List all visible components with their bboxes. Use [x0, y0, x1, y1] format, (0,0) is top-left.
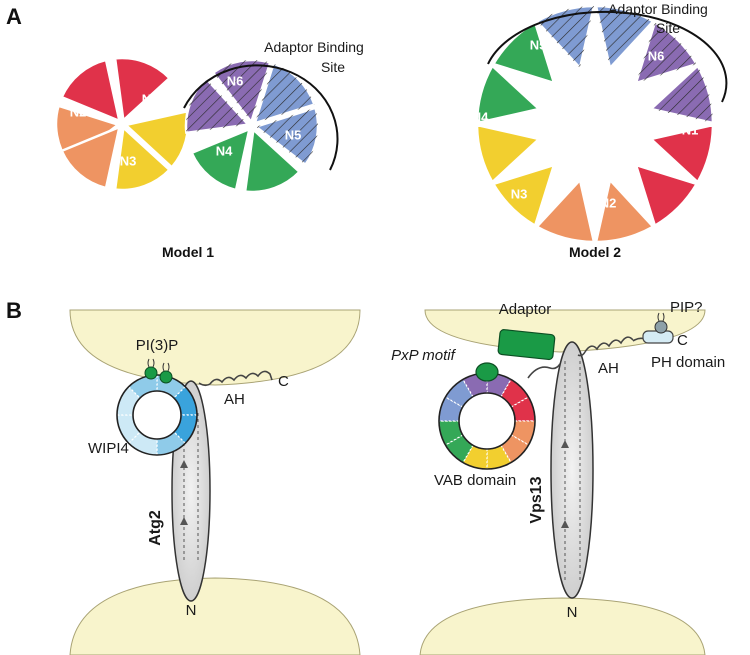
- m2-blade-6: [594, 178, 655, 244]
- m2-blade-3-hatch: [651, 65, 713, 123]
- m1-left-blade-3: [60, 125, 121, 190]
- atg2-n-term: N: [186, 602, 197, 619]
- m2-label-n4: N4: [472, 109, 489, 124]
- vps13-label: Vps13: [528, 476, 545, 523]
- m2-blade-2-hatch: [636, 22, 697, 83]
- vps13-n-term: N: [567, 604, 578, 621]
- m1-label-n2: N2: [70, 104, 87, 119]
- atg2-label: Atg2: [147, 510, 164, 546]
- model2-caption: Model 2: [569, 244, 621, 260]
- m1-label-n5: N5: [285, 127, 302, 142]
- vps13-c-term: C: [677, 332, 688, 349]
- adaptor-label: Adaptor: [499, 301, 552, 318]
- m2-blade-1-hatch: [596, 6, 654, 68]
- model1-adaptor-label-line2: Site: [321, 59, 345, 75]
- vps13-top-membrane: [424, 309, 706, 353]
- vab-domain-ring: [438, 372, 536, 470]
- m2-blade-8: [492, 163, 556, 227]
- m1-label-n3: N3: [120, 153, 137, 168]
- vps13-ah-helix: [584, 336, 634, 353]
- pip-lipid: [654, 320, 668, 334]
- wipi4-ring: [116, 374, 198, 456]
- model1-adaptor-arc: [183, 64, 339, 171]
- model2-adaptor-label-line1: Adaptor Binding: [608, 1, 708, 17]
- m1-right-blade-2-hatch: [255, 107, 318, 165]
- vps13-ah-label: AH: [598, 360, 619, 377]
- atg2-arrow-1: [180, 460, 188, 468]
- pi3p-tails: [147, 358, 170, 372]
- m1-left-blade-0: [113, 56, 171, 122]
- vps13-linker: [527, 363, 561, 379]
- m2-blade-0-hatch: [536, 6, 594, 68]
- adaptor-box: [497, 329, 556, 361]
- atg2-ah-label: AH: [224, 391, 245, 408]
- pi3p-lipid-1: [144, 366, 158, 380]
- panel-a-label: A: [6, 4, 22, 29]
- vps13-ah-linker: [577, 351, 586, 357]
- atg2-arrow-2: [180, 517, 188, 525]
- m1-left-blade-1: [60, 58, 121, 123]
- vps13-bottom-membrane: [419, 597, 706, 655]
- m2-label-n5: N5: [530, 37, 547, 52]
- pip-label: PIP?: [670, 299, 703, 316]
- wipi4-label: WIPI4: [88, 440, 129, 457]
- m2-blade-11: [492, 21, 556, 85]
- panel-b-label: B: [6, 298, 22, 323]
- model1-adaptor-label-line1: Adaptor Binding: [264, 39, 364, 55]
- m2-blade-9: [475, 123, 541, 184]
- m2-label-n1: N1: [682, 122, 699, 137]
- m2-blade-4: [649, 123, 715, 184]
- model2-adaptor-label-line2: Site: [656, 20, 680, 36]
- m2-label-n3: N3: [511, 186, 528, 201]
- m1-left-blade-4: [113, 126, 171, 192]
- pxp-motif-blob: [475, 362, 499, 382]
- pi3p-label: PI(3)P: [136, 337, 179, 354]
- pip-tails: [657, 312, 665, 322]
- atg2-c-term: C: [278, 373, 289, 390]
- m1-label-n6: N6: [227, 73, 244, 88]
- m2-label-n2: N2: [600, 195, 617, 210]
- vab-inner-hole: [458, 392, 516, 450]
- m2-blade-5: [634, 163, 698, 227]
- vab-domain-label: VAB domain: [434, 472, 516, 489]
- wipi4-inner-hole: [132, 390, 182, 440]
- vps13-arrow-2: [561, 520, 569, 528]
- atg2-top-membrane: [69, 309, 361, 386]
- pxp-motif-label: PxP motif: [391, 347, 456, 364]
- atg2-bottom-membrane: [69, 577, 361, 655]
- model2-adaptor-arc: [487, 10, 728, 103]
- m1-right-blade-1-hatch: [254, 63, 315, 124]
- m2-label-n6: N6: [648, 48, 665, 63]
- model1-caption: Model 1: [162, 244, 214, 260]
- m1-right-blade-5-hatch: [185, 78, 249, 133]
- m1-right-blade-3: [243, 128, 301, 194]
- atg2-ah-helix: [209, 370, 273, 385]
- m1-right-blade-0-hatch: [213, 59, 271, 123]
- m2-blade-7: [535, 178, 596, 244]
- vps13-arrow-1: [561, 440, 569, 448]
- ph-domain-box: [642, 330, 674, 344]
- pi3p-lipid-2: [159, 370, 173, 384]
- ph-domain-label: PH domain: [651, 354, 725, 371]
- m1-label-n4: N4: [216, 143, 233, 158]
- m1-right-blade-4: [190, 127, 251, 192]
- m1-label-n1: N1: [142, 91, 159, 106]
- atg2-linker: [198, 382, 211, 387]
- vps13-rod: [550, 341, 594, 599]
- m2-blade-10: [475, 64, 541, 125]
